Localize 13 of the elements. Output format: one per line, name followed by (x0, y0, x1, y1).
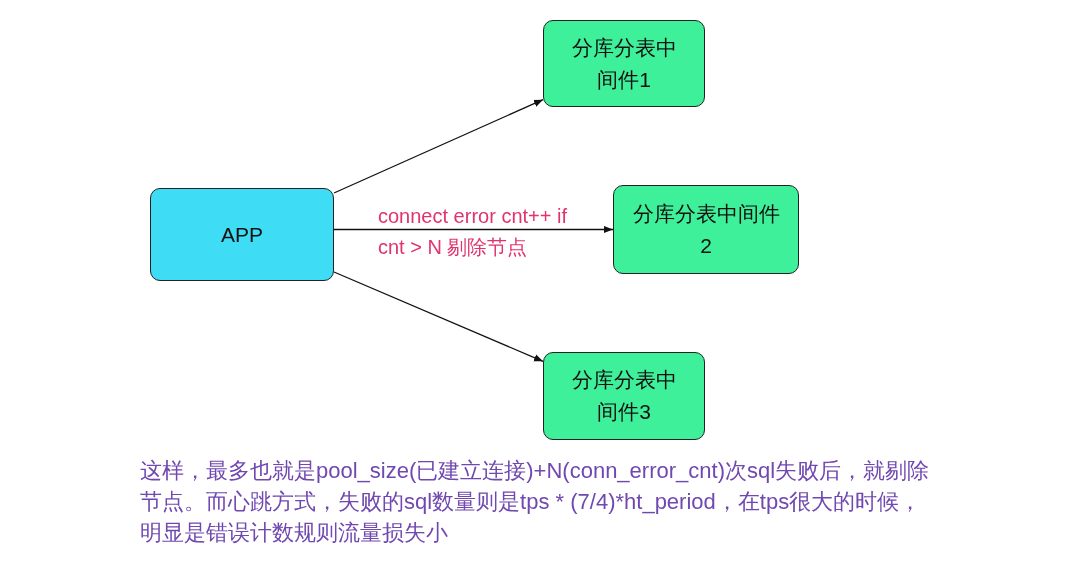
arrow (333, 225, 614, 234)
middleware-box (613, 185, 799, 274)
node-label: 分库分表中间件1 (570, 34, 678, 93)
app-box (150, 188, 334, 281)
middleware-box (543, 20, 705, 107)
arrow (333, 99, 544, 194)
middleware-box (543, 352, 705, 440)
edge-label: connect error cnt++ if cnt > N 剔除节点 (378, 204, 568, 260)
arrow (333, 271, 544, 362)
node-label: 分库分表中间件3 (570, 367, 678, 425)
note-text: 这样，最多也就是pool_size(已建立连接)+N(conn_error_cnt)次sql失败后，就剔除节点。而心跳方式，失败的sql数量则是tps * (7/4)*ht_period，在tps很大的时候，明显是错误计数规则流量损失小 (140, 457, 930, 547)
node-label: APP (221, 221, 263, 248)
node-label: 分库分表中间件2 (632, 200, 780, 259)
